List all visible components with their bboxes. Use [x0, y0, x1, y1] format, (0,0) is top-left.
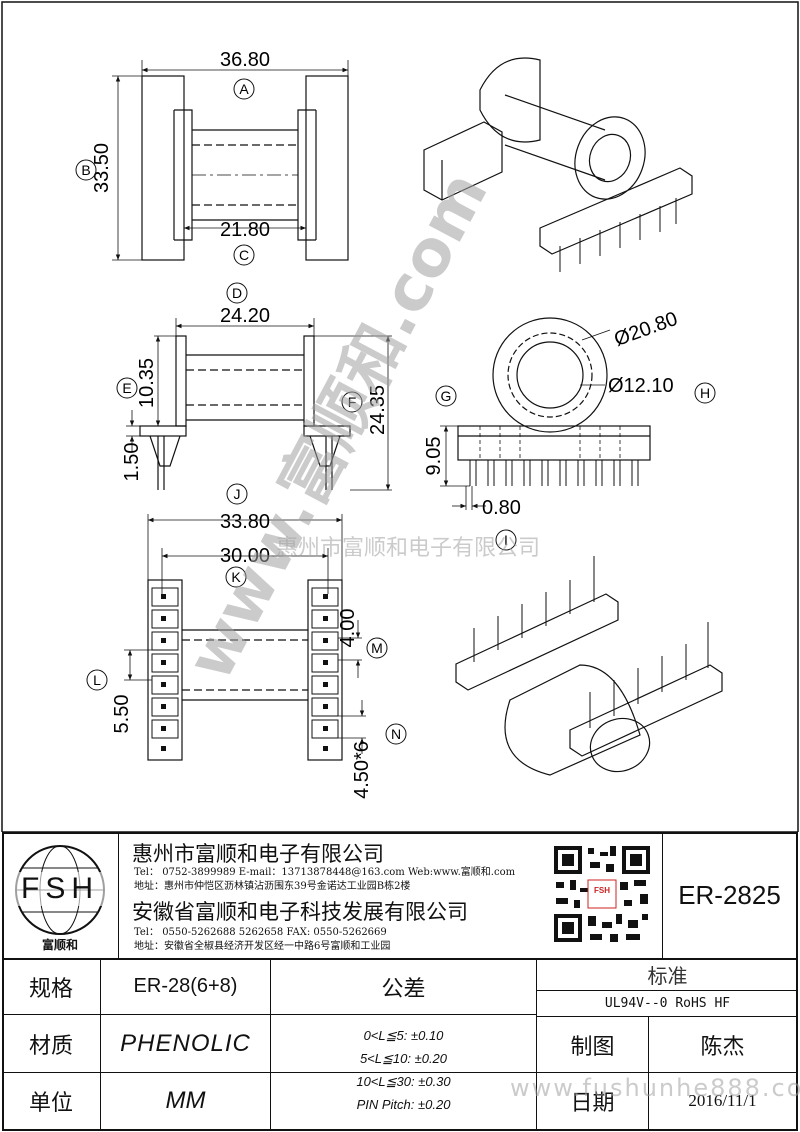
marker-f: F — [348, 394, 357, 410]
top-view — [112, 60, 349, 261]
dim-4-50x6: 4.50*6 — [351, 741, 373, 799]
dim-9-05: 9.05 — [423, 437, 445, 476]
company2-contact: Tel： 0550-5262688 5262658 FAX: 0550-5262… — [134, 927, 387, 938]
tolerance-item: 0<L≦5: ±0.10 — [363, 1028, 444, 1043]
logo-text: FSH — [12, 872, 108, 906]
dim-33-50: 33.50 — [91, 143, 113, 193]
qr-code[interactable]: FSH — [550, 842, 654, 946]
unit-value: MM — [165, 1087, 206, 1114]
date-label: 日期 — [570, 1091, 615, 1116]
dim-4-00: 4.00 — [337, 609, 359, 648]
tolerance-list: 0<L≦5: ±0.10 5<L≦10: ±0.20 10<L≦30: ±0.3… — [271, 1024, 536, 1116]
dim-30-00: 30.00 — [220, 545, 270, 567]
dim-5-50: 5.50 — [111, 695, 133, 734]
tolerance-item: 10<L≦30: ±0.30 — [356, 1074, 451, 1089]
dim-dia-20-80: Ø20.80 — [611, 308, 680, 351]
marker-k: K — [231, 569, 241, 585]
company1-contact: Tel： 0752-3899989 E-mail：13713878448@163… — [134, 867, 516, 878]
unit-label: 单位 — [28, 1091, 73, 1116]
marker-a: A — [239, 81, 249, 97]
spec-value: ER-28(6+8) — [133, 975, 238, 997]
drawing-frame — [1, 1, 799, 832]
front-view — [440, 317, 651, 510]
dim-1-50: 1.50 — [121, 443, 143, 482]
company1-address: 地址：惠州市仲恺区沥林镇沾沥围东39号金诺达工业园B栋2楼 — [134, 881, 411, 892]
isometric-view-top — [423, 57, 693, 272]
marker-m: M — [371, 640, 383, 656]
standard-value: UL94V--0 RoHS HF — [604, 996, 731, 1011]
spec-label: 规格 — [28, 976, 73, 1002]
technical-drawing: 36.80 33.50 21.80 24.20 10.35 — [1, 1, 799, 832]
marker-b: B — [81, 162, 90, 178]
marker-c: C — [239, 247, 249, 263]
material-value: PHENOLIC — [120, 1029, 251, 1057]
part-number: ER-2825 — [678, 879, 781, 910]
drawn-label: 制图 — [570, 1034, 615, 1060]
marker-i: I — [504, 532, 508, 548]
tolerance-item: 5<L≦10: ±0.20 — [359, 1051, 448, 1066]
markers — [75, 78, 716, 745]
standard-label: 标准 — [647, 964, 688, 988]
dim-24-35: 24.35 — [367, 385, 389, 435]
tolerance-label: 公差 — [381, 976, 426, 1002]
dim-10-35: 10.35 — [136, 358, 158, 408]
dim-24-20: 24.20 — [220, 305, 270, 327]
dim-21-80: 21.80 — [220, 219, 270, 241]
qr-label: FSH — [594, 886, 610, 895]
marker-g: G — [441, 388, 452, 404]
marker-e: E — [122, 380, 131, 396]
date-value: 2016/11/1 — [688, 1091, 757, 1110]
tolerance-item: PIN Pitch: ±0.20 — [356, 1097, 451, 1112]
marker-d: D — [232, 285, 242, 301]
marker-l: L — [93, 672, 101, 688]
dim-dia-12-10: Ø12.10 — [608, 375, 674, 397]
fsh-logo: FSH 富顺和 — [12, 842, 108, 952]
drawn-value: 陈杰 — [700, 1034, 745, 1060]
material-label: 材质 — [28, 1033, 73, 1059]
bottom-view — [124, 514, 366, 761]
company1-name: 惠州市富顺和电子有限公司 — [132, 842, 384, 866]
isometric-view-bottom — [455, 556, 723, 776]
title-block: FSH 富顺和 惠州市富顺和电子有限公司 Tel： 0752-3899989 E… — [0, 832, 800, 1132]
marker-n: N — [391, 726, 401, 742]
marker-h: H — [700, 385, 710, 401]
dim-0-80: 0.80 — [482, 497, 521, 519]
side-view — [126, 318, 392, 491]
dim-33-80: 33.80 — [220, 511, 270, 533]
dim-36-80: 36.80 — [220, 49, 270, 71]
company2-name: 安徽省富顺和电子科技发展有限公司 — [132, 900, 468, 924]
marker-j: J — [234, 486, 241, 502]
company2-address: 地址：安徽省全椒县经济开发区经一中路6号富顺和工业园 — [134, 941, 391, 952]
logo-caption: 富顺和 — [41, 938, 78, 952]
